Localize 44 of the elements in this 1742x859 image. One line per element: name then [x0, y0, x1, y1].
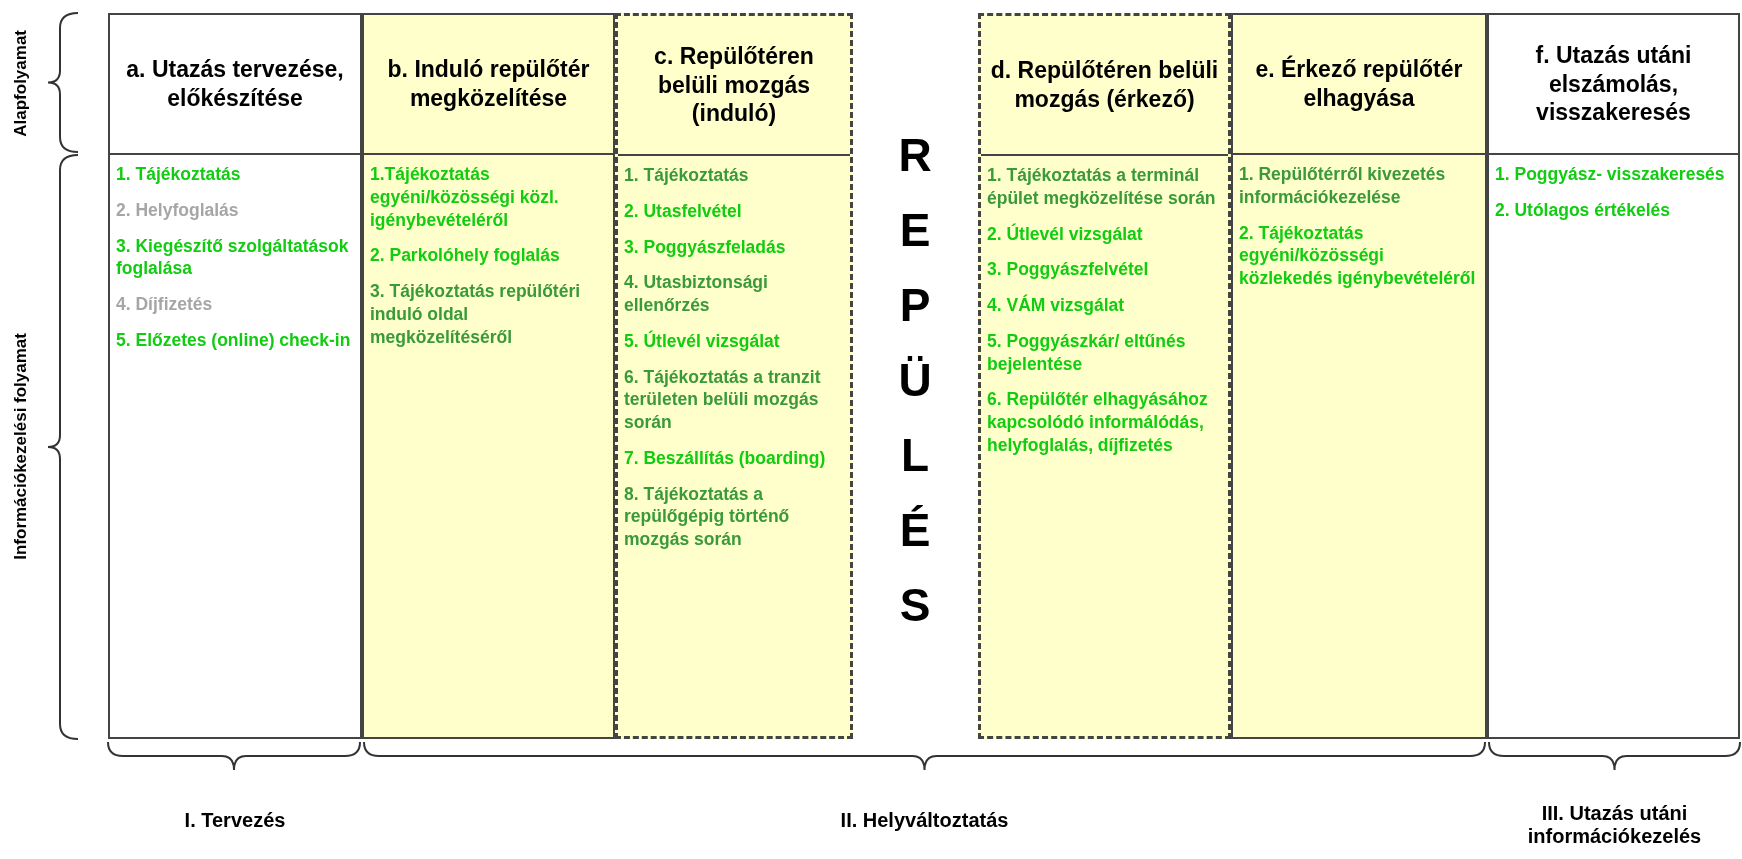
step-text: 7. Beszállítás (boarding) — [624, 446, 827, 470]
process-column — [108, 13, 362, 739]
step-text: 1. Tájékoztatás a terminál épület megközelítése során — [987, 164, 1217, 210]
group-label: I. Tervezés — [184, 808, 286, 832]
step-text: 2. Parkolóhely foglalás — [370, 244, 561, 267]
column-heading: c. Repülőtéren belüli mozgás (induló) — [653, 41, 815, 129]
step-text: 2. Utólagos értékelés — [1495, 198, 1672, 222]
column-heading: d. Repülőtéren belüli mozgás (érkező) — [989, 56, 1220, 114]
process-column — [615, 13, 853, 739]
column-heading: a. Utazás tervezése, előkészítése — [125, 55, 345, 113]
step-text: 6. Tájékoztatás a tranzit területen belüli mozgás során — [624, 365, 822, 434]
step-text: 5. Útlevél vizsgálat — [624, 329, 781, 353]
step-text: 3. Kiegészítő szolgáltatások foglalása — [116, 234, 350, 280]
step-text: 5. Poggyászkár/ eltűnés bejelentése — [987, 329, 1187, 376]
step-text: 3. Poggyászfelvétel — [987, 258, 1150, 281]
step-text: 3. Tájékoztatás repülőtéri induló oldal megközelítéséről — [370, 280, 582, 349]
group-label: III. Utazás utáni információkezelés — [1526, 802, 1703, 848]
step-text: 4. VÁM vizsgálat — [987, 294, 1126, 317]
process-column — [362, 13, 615, 739]
step-text: 2. Tájékoztatás egyéni/közösségi közlekedés igénybevételéről — [1239, 221, 1477, 290]
step-text: 4. Díjfizetés — [116, 293, 214, 316]
step-text: 2. Helyfoglalás — [116, 198, 240, 222]
column-heading: e. Érkező repülőtér elhagyása — [1254, 55, 1464, 113]
step-text: 5. Előzetes (online) check-in — [116, 328, 352, 352]
step-text: 6. Repülőtér elhagyásához kapcsolódó informálódás, helyfoglalás, díjfizetés — [987, 388, 1209, 457]
process-column — [978, 13, 1231, 739]
vertical-title: REPÜLÉS — [897, 127, 933, 633]
column-heading: b. Induló repülőtér megközelítése — [386, 55, 591, 113]
row-label: Információkezelési folyamat — [11, 332, 31, 560]
step-text: 1. Poggyász- visszakeresés — [1495, 163, 1726, 186]
row-label: Alapfolyamat — [11, 29, 31, 137]
step-text: 1. Repülőtérről kivezetés információkezelése — [1239, 163, 1447, 209]
group-label: II. Helyváltoztatás — [840, 808, 1009, 832]
step-text: 1. Tájékoztatás — [624, 164, 750, 187]
step-text: 2. Utasfelvétel — [624, 199, 743, 223]
step-text: 1. Tájékoztatás — [116, 163, 242, 186]
step-text: 3. Poggyászfeladás — [624, 235, 787, 259]
step-text: 1.Tájékoztatás egyéni/közösségi közl. igénybevételéről — [370, 163, 560, 232]
column-heading: f. Utazás utáni elszámolás, visszakeresés — [1534, 40, 1693, 128]
step-text: 2. Útlevél vizsgálat — [987, 222, 1144, 246]
step-text: 4. Utasbiztonsági ellenőrzés — [624, 271, 769, 317]
process-column — [1487, 13, 1740, 739]
step-text: 8. Tájékoztatás a repülőgépig történő mozgás során — [624, 482, 791, 551]
process-column — [1231, 13, 1487, 739]
